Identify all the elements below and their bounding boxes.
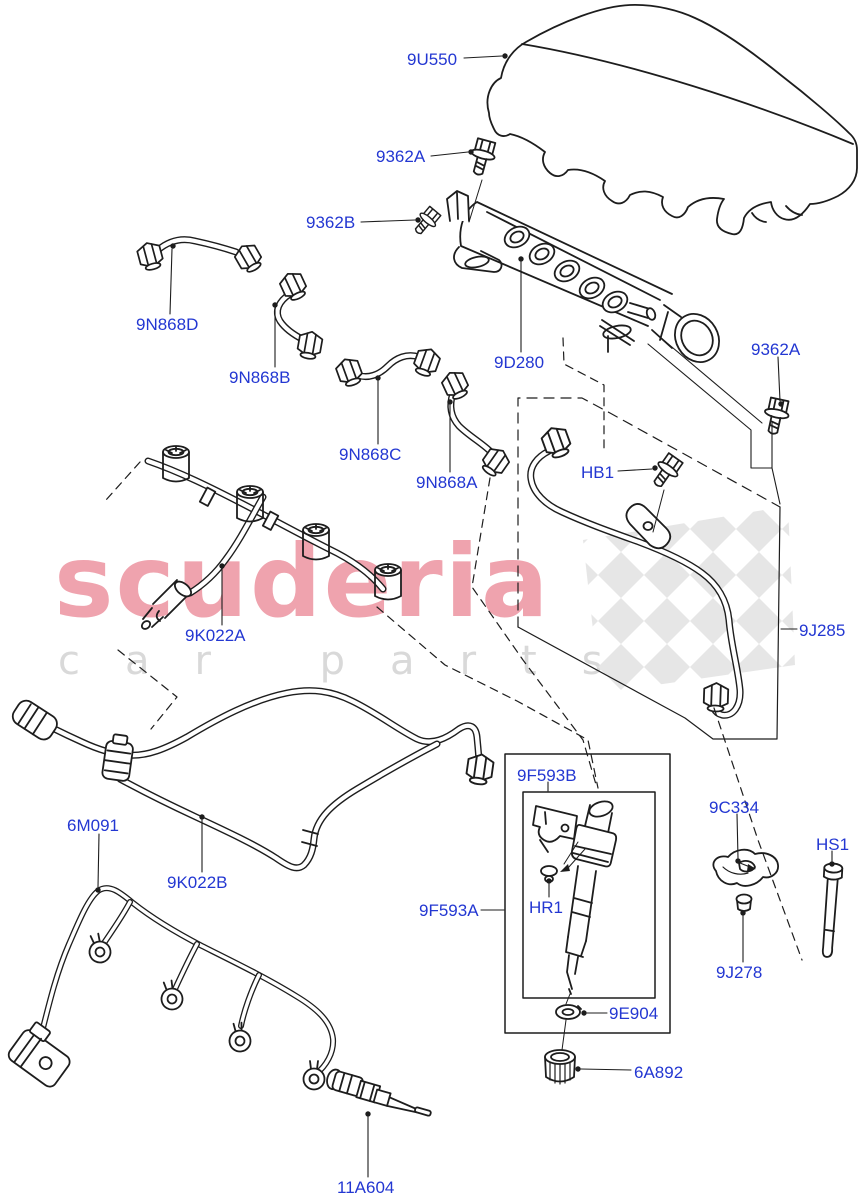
part-label-9U550: 9U550 bbox=[407, 50, 458, 69]
watermark-brand-text: scuderia bbox=[54, 523, 551, 640]
watermark-tagline-text: car parts bbox=[58, 638, 648, 684]
glow-plug-drawing bbox=[326, 1068, 432, 1117]
part-label-9J285: 9J285 bbox=[799, 621, 846, 640]
part-label-9362A-right: 9362A bbox=[751, 340, 801, 359]
fuel-rail-drawing bbox=[446, 190, 720, 363]
injector-seal-6A892 bbox=[544, 1049, 576, 1085]
part-label-9D280: 9D280 bbox=[494, 353, 545, 372]
part-label-9K022A: 9K022A bbox=[185, 626, 246, 645]
part-label-9F593A: 9F593A bbox=[419, 901, 479, 920]
part-label-9362B: 9362B bbox=[306, 213, 356, 232]
rail-bolt-9362B bbox=[409, 204, 444, 240]
part-label-6M091: 6M091 bbox=[67, 816, 119, 835]
pipe-kit-box-9J285 bbox=[517, 397, 781, 740]
part-label-HR1: HR1 bbox=[529, 898, 564, 917]
part-label-9N868C: 9N868C bbox=[339, 445, 402, 464]
harness-connector-plug bbox=[7, 1021, 71, 1088]
fuel-injector-drawing bbox=[532, 800, 618, 995]
part-label-9N868B: 9N868B bbox=[229, 368, 291, 387]
glow-plug-harness-6M091 bbox=[7, 885, 337, 1091]
part-label-HB1: HB1 bbox=[581, 463, 615, 482]
leader-dots bbox=[95, 53, 835, 1117]
part-label-9N868D: 9N868D bbox=[136, 315, 199, 334]
injector-clamp-9C334 bbox=[712, 848, 779, 887]
engine-cover-drawing bbox=[486, 4, 858, 236]
injector-kit-drawing bbox=[504, 753, 671, 1051]
injector-pipe-9N868C bbox=[333, 344, 443, 390]
part-label-6A892: 6A892 bbox=[634, 1063, 684, 1082]
part-label-9J278: 9J278 bbox=[716, 963, 763, 982]
part-label-9362A-top: 9362A bbox=[376, 147, 426, 166]
rail-bolt-9362A-right bbox=[647, 336, 793, 505]
injector-pipe-9N868D bbox=[134, 236, 267, 277]
injector-stud-HS1 bbox=[821, 862, 844, 958]
part-label-9F593B: 9F593B bbox=[517, 766, 577, 785]
part-label-9C334: 9C334 bbox=[709, 798, 760, 817]
rail-bolt-9362A-top bbox=[465, 136, 500, 223]
injector-pipe-9N868B bbox=[273, 268, 325, 362]
fuel-return-pipe-9K022A bbox=[140, 445, 402, 630]
part-label-HS1: HS1 bbox=[816, 835, 850, 854]
part-label-9N868A: 9N868A bbox=[416, 473, 478, 492]
label-leader-lines bbox=[97, 55, 833, 1178]
part-label-11A604: 11A604 bbox=[337, 1178, 395, 1197]
part-label-9K022B: 9K022B bbox=[167, 873, 228, 892]
assembly-relation-dashes bbox=[105, 337, 803, 961]
injector-washer-9E904 bbox=[555, 1004, 582, 1020]
cap-nut-9J278 bbox=[735, 893, 753, 912]
part-label-9E904: 9E904 bbox=[609, 1004, 659, 1023]
fuel-hose-9K022B bbox=[11, 687, 496, 872]
watermark-checkered-flag bbox=[583, 506, 795, 693]
